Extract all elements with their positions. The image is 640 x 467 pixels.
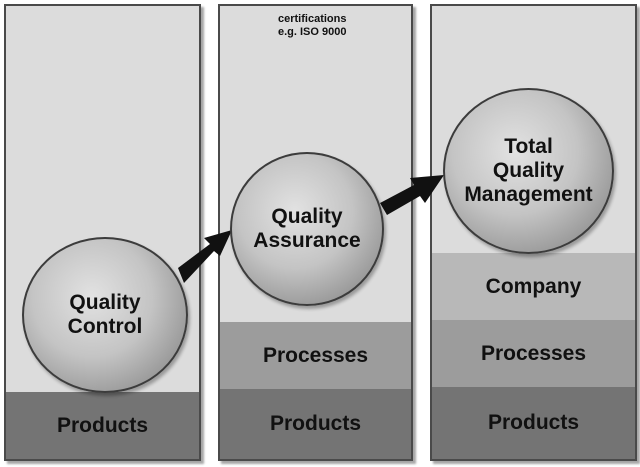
circle-label-line3: Management xyxy=(464,183,593,206)
products-band: Products xyxy=(432,387,635,459)
circle-label-line1: Quality xyxy=(69,291,141,314)
certifications-note: certifications e.g. ISO 9000 xyxy=(278,13,346,39)
certifications-note-line2: e.g. ISO 9000 xyxy=(278,26,347,38)
circle-label-line2: Quality xyxy=(492,159,565,182)
circle-label-line2: Control xyxy=(67,315,143,338)
quality-assurance-circle: Quality Assurance xyxy=(230,152,384,306)
total-quality-management-circle: Total Quality Management xyxy=(443,88,614,254)
company-band: Company xyxy=(432,253,635,320)
products-band: Products xyxy=(220,389,411,459)
processes-band: Processes xyxy=(432,320,635,387)
arrow-assurance-to-tqm xyxy=(380,175,444,215)
certifications-note-line1: certifications xyxy=(278,13,347,25)
circle-label-line2: Assurance xyxy=(253,229,361,252)
quality-control-circle: Quality Control xyxy=(22,237,188,393)
circle-label-line1: Quality xyxy=(271,205,343,228)
products-band: Products xyxy=(6,392,199,459)
arrow-control-to-assurance xyxy=(178,230,232,283)
processes-band: Processes xyxy=(220,322,411,389)
circle-label-line1: Total xyxy=(504,135,553,158)
